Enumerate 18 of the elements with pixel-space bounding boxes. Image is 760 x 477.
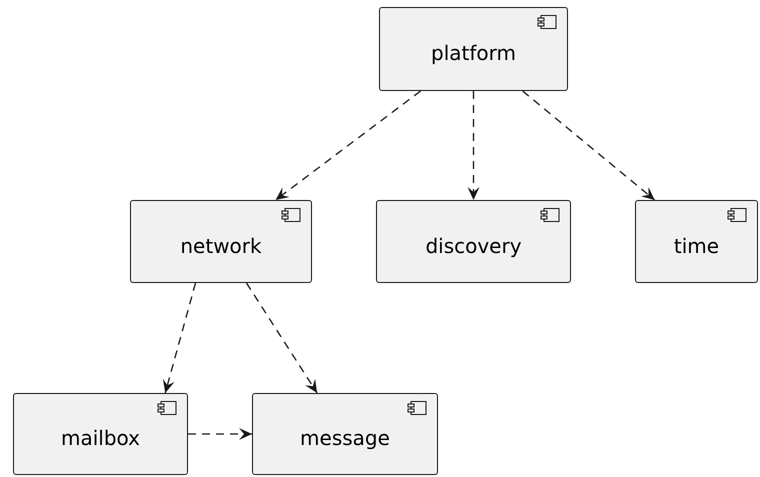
- dashed-arrow: [522, 90, 656, 200]
- component-label: mailbox: [60, 425, 140, 452]
- dashed-arrow: [468, 91, 480, 200]
- component-box: [376, 200, 571, 283]
- component-label: network: [180, 232, 262, 260]
- component-box: [379, 7, 568, 91]
- component-box: [252, 393, 438, 475]
- component-box: [130, 200, 312, 283]
- component-label: discovery: [425, 232, 522, 260]
- component-box: [635, 200, 758, 283]
- dashed-arrow: [188, 428, 252, 440]
- dashed-arrow: [162, 282, 196, 394]
- dashed-arrow: [275, 90, 421, 201]
- component-label: platform: [431, 40, 516, 67]
- component-label: message: [300, 425, 390, 452]
- component-label: time: [674, 232, 720, 260]
- component-box: [13, 393, 188, 475]
- dashed-arrow: [246, 282, 318, 394]
